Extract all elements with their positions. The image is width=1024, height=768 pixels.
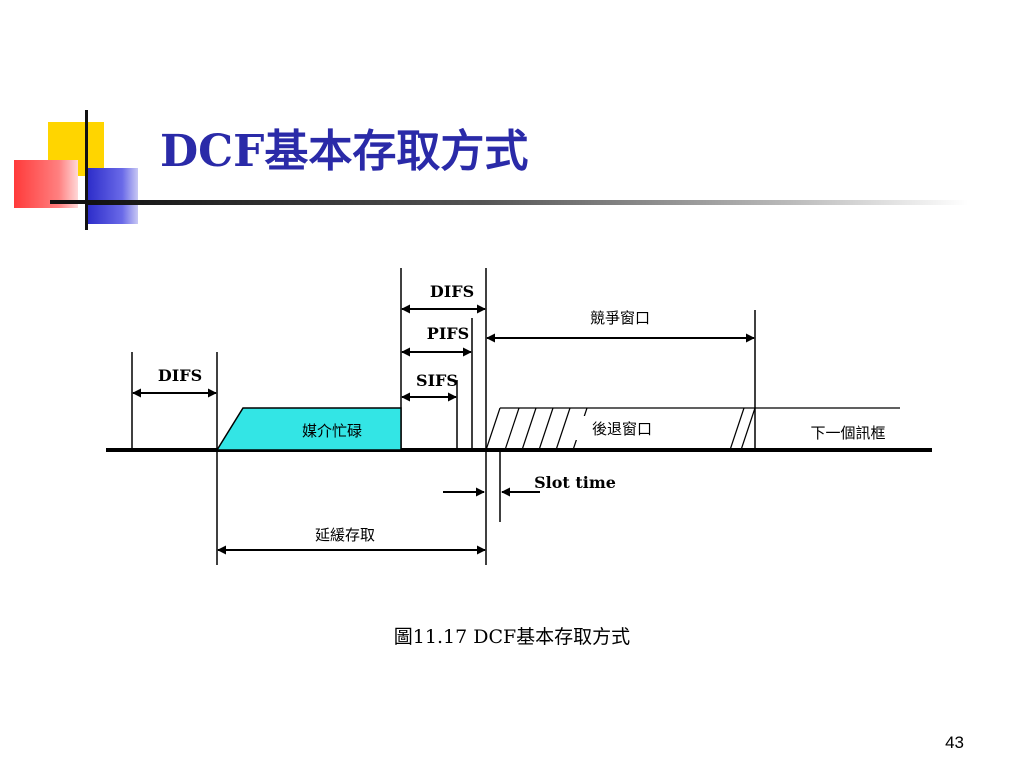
- backoff-window-label: 後退窗口: [592, 420, 652, 438]
- next-frame-label: 下一個訊框: [810, 424, 885, 442]
- page-number: 43: [945, 733, 964, 752]
- deco-horizontal-line: [50, 200, 90, 204]
- pifs-label: PIFS: [427, 324, 469, 343]
- title-underline: [88, 200, 968, 205]
- backoff-label-bg: [574, 416, 670, 440]
- backoff-slot-hatches: [485, 407, 756, 451]
- slot-time-label: Slot time: [534, 473, 616, 492]
- deco-vertical-line: [85, 110, 88, 230]
- difs-left-label: DIFS: [158, 366, 202, 385]
- medium-busy-frame: [215, 407, 402, 451]
- difs-top-label: DIFS: [430, 282, 474, 301]
- defer-access-label: 延緩存取: [315, 526, 375, 544]
- contention-window-label: 競爭窗口: [590, 309, 650, 327]
- deco-blue-square: [86, 168, 138, 224]
- slide-title: DCF基本存取方式: [160, 126, 529, 177]
- sifs-label: SIFS: [416, 371, 458, 390]
- medium-busy-label: 媒介忙碌: [302, 422, 362, 440]
- figure-caption: 圖11.17 DCF基本存取方式: [393, 626, 631, 648]
